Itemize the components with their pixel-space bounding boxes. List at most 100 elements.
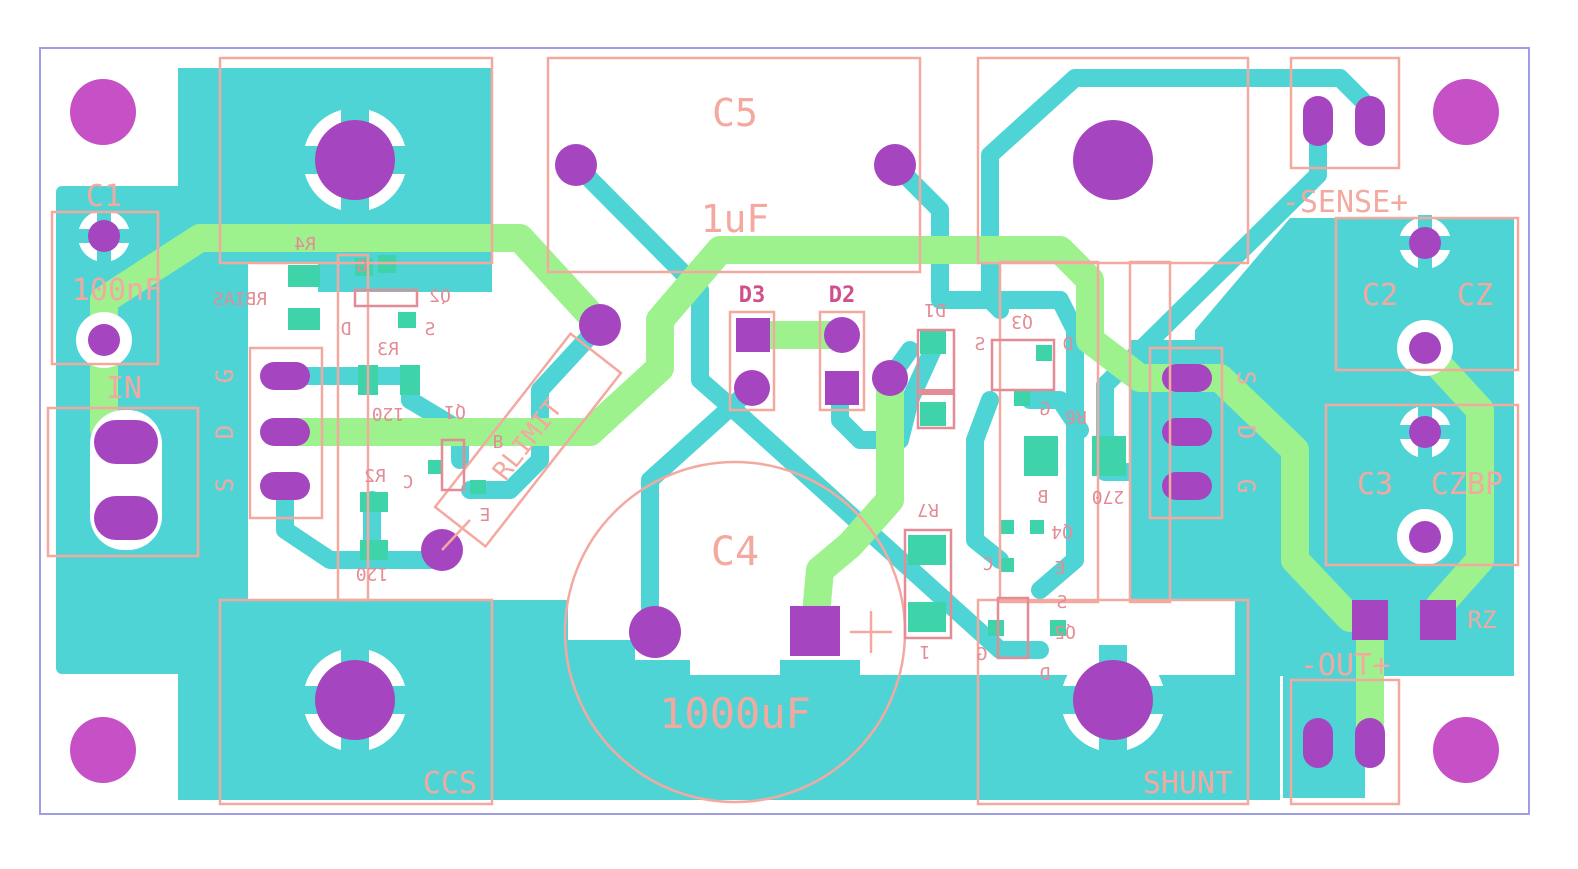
pad-left-g [260, 472, 310, 500]
pad-rlimit-top [579, 304, 621, 346]
c1-ref: C1 [86, 179, 122, 214]
c3-ref: C3 [1357, 467, 1393, 502]
left-pin-d: D [211, 425, 239, 439]
right-pin-g: G [1232, 479, 1260, 493]
q4-label: Q4 [1051, 521, 1073, 542]
left-pin-g: G [211, 369, 239, 383]
pad-right-g [1162, 472, 1212, 500]
pad-d2-anode [824, 317, 860, 353]
pad-shunt-top [1073, 120, 1153, 200]
q2-label: Q2 [429, 286, 451, 307]
cz-label: CZ [1457, 278, 1493, 313]
r6-b-label: B [1038, 487, 1049, 508]
back-silk-outlines [353, 288, 1056, 660]
r6-label: R6 [1065, 406, 1087, 427]
rz-label: RZ [1468, 606, 1497, 634]
right-pin-d: D [1232, 425, 1260, 439]
sense-label: -SENSE+ [1282, 185, 1408, 220]
c4-value: 1000uF [659, 689, 811, 738]
shunt-label: SHUNT [1143, 766, 1233, 801]
mount-hole-top-right [1433, 79, 1499, 145]
front-silk-outlines [46, 56, 1520, 806]
q5-g-label: G [977, 644, 988, 665]
pad-c4-negative [629, 606, 681, 658]
c1-value: 100nF [72, 273, 162, 308]
q2-d: D [341, 319, 352, 340]
pad-c3-a [1409, 416, 1441, 448]
pad-c3-b [1409, 521, 1441, 553]
r2-label: R2 [364, 466, 386, 487]
pad-rz-b [1420, 600, 1456, 640]
rbias-label: RBIAS [213, 289, 267, 310]
r6-value: 270 [1092, 486, 1125, 507]
pad-in-2 [94, 496, 158, 540]
board-outline [39, 47, 1530, 815]
q1-label: Q1 [444, 401, 466, 422]
left-pin-s: S [211, 478, 239, 492]
pad-ccs-bottom [315, 660, 395, 740]
front-silk-text: C5 1uF C4 1000uF + C1 100nF IN CCS SHUNT… [72, 91, 1503, 801]
pad-d3-anode [736, 318, 770, 352]
q4-c-label: C [983, 554, 994, 575]
through-hole-pads [88, 96, 1456, 768]
pad-ccs-top [315, 120, 395, 200]
q1-c-label: C [403, 472, 414, 493]
czbp-label: CZBP [1431, 467, 1503, 502]
pad-shunt-bottom [1073, 660, 1153, 740]
r7-label: R7 [917, 499, 939, 520]
r3-label: R3 [377, 339, 399, 360]
q3-s-label: S [975, 334, 986, 355]
c2-ref: C2 [1362, 278, 1398, 313]
pad-d2-cathode [825, 371, 859, 405]
mounting-holes [70, 79, 1499, 783]
pad-c5-right [874, 144, 916, 186]
d2-label: D2 [829, 283, 856, 308]
d1-label: D1 [924, 299, 946, 320]
q4-e-label: E [1055, 556, 1066, 577]
q5-s-label: S [1057, 592, 1068, 613]
c4-ref: C4 [711, 529, 759, 575]
pad-out-plus [1355, 718, 1385, 768]
pad-c4-positive [790, 606, 840, 656]
pad-out-minus [1303, 718, 1333, 768]
q2-s: S [425, 319, 436, 340]
q3-g-label: G [1040, 399, 1051, 420]
q1-b-label: B [493, 432, 504, 453]
pad-left-s [260, 362, 310, 390]
q1-e-label: E [480, 503, 491, 524]
pad-sense-minus [1303, 96, 1333, 146]
pad-sense-plus [1355, 96, 1385, 146]
smd-pads [288, 255, 1126, 636]
pad-c1-b [88, 324, 120, 356]
q5-1-label: 1 [920, 641, 931, 662]
mount-hole-top-left [70, 79, 136, 145]
c5-ref: C5 [712, 91, 758, 135]
pad-c5-left [555, 144, 597, 186]
q5-d-label: D [1040, 664, 1051, 685]
r4-label: R4 [294, 234, 316, 255]
back-silk-text: R4 RBIAS Q2 G D S R3 120 Q1 B C E R2 120… [213, 234, 1124, 685]
q3-d-label: D [1063, 334, 1074, 355]
pad-c1-a [88, 220, 120, 252]
right-pin-s: S [1232, 371, 1260, 385]
pad-right-s [1162, 364, 1212, 392]
in-label: IN [106, 371, 142, 406]
out-label: -OUT+ [1300, 648, 1390, 683]
pad-in-1 [94, 420, 158, 464]
mount-hole-bottom-left [70, 717, 136, 783]
pad-via-d1 [872, 360, 908, 396]
c5-value: 1uF [701, 197, 770, 241]
r3-value: 120 [372, 403, 405, 424]
r2-value: 120 [356, 563, 389, 584]
ccs-label: CCS [423, 766, 477, 801]
d3-label: D3 [739, 283, 766, 308]
pad-c2-a [1409, 227, 1441, 259]
pad-rz-a [1352, 600, 1388, 640]
pad-left-d [260, 418, 310, 446]
q3-label: Q3 [1011, 311, 1033, 332]
q2-g: G [357, 256, 368, 277]
q5-label: Q5 [1054, 621, 1076, 642]
pad-d3-cathode [734, 370, 770, 406]
mount-hole-bottom-right [1433, 717, 1499, 783]
